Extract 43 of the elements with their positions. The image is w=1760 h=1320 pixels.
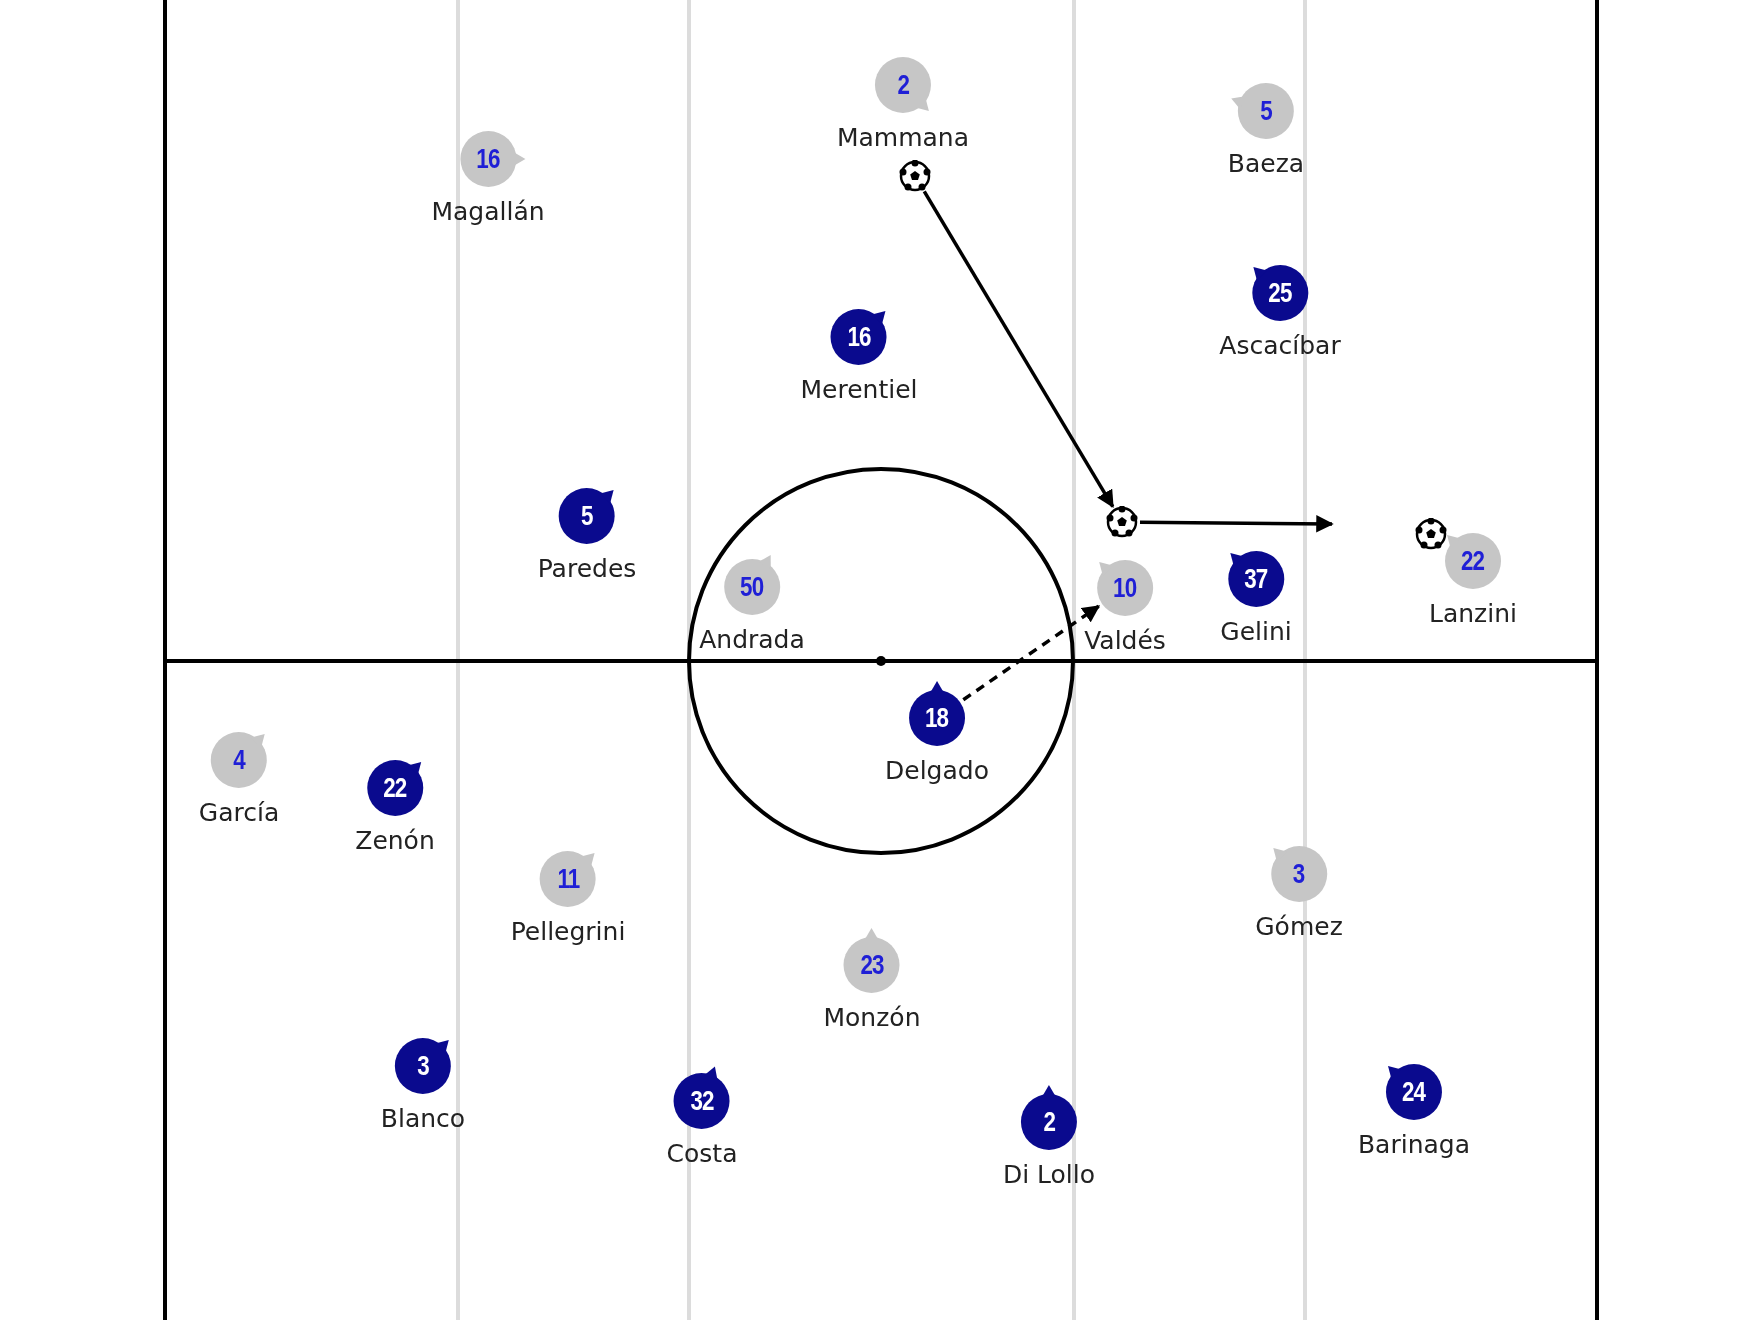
player-name: Merentiel: [800, 375, 918, 404]
shirt-number: 5: [581, 500, 593, 532]
player-name: Lanzini: [1429, 599, 1517, 628]
shirt-number: 3: [417, 1050, 429, 1082]
player-name: Zenón: [355, 826, 435, 855]
shirt-number: 11: [556, 863, 580, 895]
player-name: Barinaga: [1357, 1130, 1471, 1159]
shirt-number: 3: [1293, 858, 1305, 890]
player-name: Pellegrini: [510, 917, 626, 946]
shirt-number: 23: [860, 949, 884, 981]
shirt-number: 22: [383, 772, 407, 804]
player-name: Gómez: [1255, 912, 1343, 941]
shirt-number: 22: [1461, 545, 1485, 577]
player-name: Blanco: [380, 1104, 466, 1133]
shirt-number: 2: [1043, 1106, 1055, 1138]
shirt-number: 25: [1268, 277, 1292, 309]
player-name: Gelini: [1220, 617, 1292, 646]
player-name: Costa: [666, 1139, 738, 1168]
player-name: Baeza: [1227, 149, 1305, 178]
shirt-number: 37: [1244, 563, 1268, 595]
player-name: Di Lollo: [1002, 1160, 1096, 1189]
player-name: Valdés: [1084, 626, 1166, 655]
shirt-number: 10: [1113, 572, 1137, 604]
shirt-number: 4: [233, 744, 245, 776]
shirt-number: 2: [897, 69, 909, 101]
shirt-number: 16: [476, 143, 500, 175]
player-name: Ascacíbar: [1219, 331, 1341, 360]
player-name: Andrada: [699, 625, 805, 654]
shirt-number: 24: [1402, 1076, 1426, 1108]
shirt-number: 16: [847, 321, 871, 353]
player-name: Monzón: [823, 1003, 921, 1032]
shirt-number: 50: [740, 571, 764, 603]
pass-arrow: [922, 190, 1115, 509]
shirt-number: 32: [690, 1085, 714, 1117]
run-arrow: [962, 604, 1101, 702]
player-name: Delgado: [885, 756, 989, 785]
player-name: Paredes: [537, 554, 637, 583]
player-name: Mammana: [836, 123, 970, 152]
shirt-number: 5: [1260, 95, 1272, 127]
pass-arrow: [1140, 515, 1334, 533]
shirt-number: 18: [925, 702, 949, 734]
player-name: García: [198, 798, 280, 827]
player-name: Magallán: [431, 197, 545, 226]
